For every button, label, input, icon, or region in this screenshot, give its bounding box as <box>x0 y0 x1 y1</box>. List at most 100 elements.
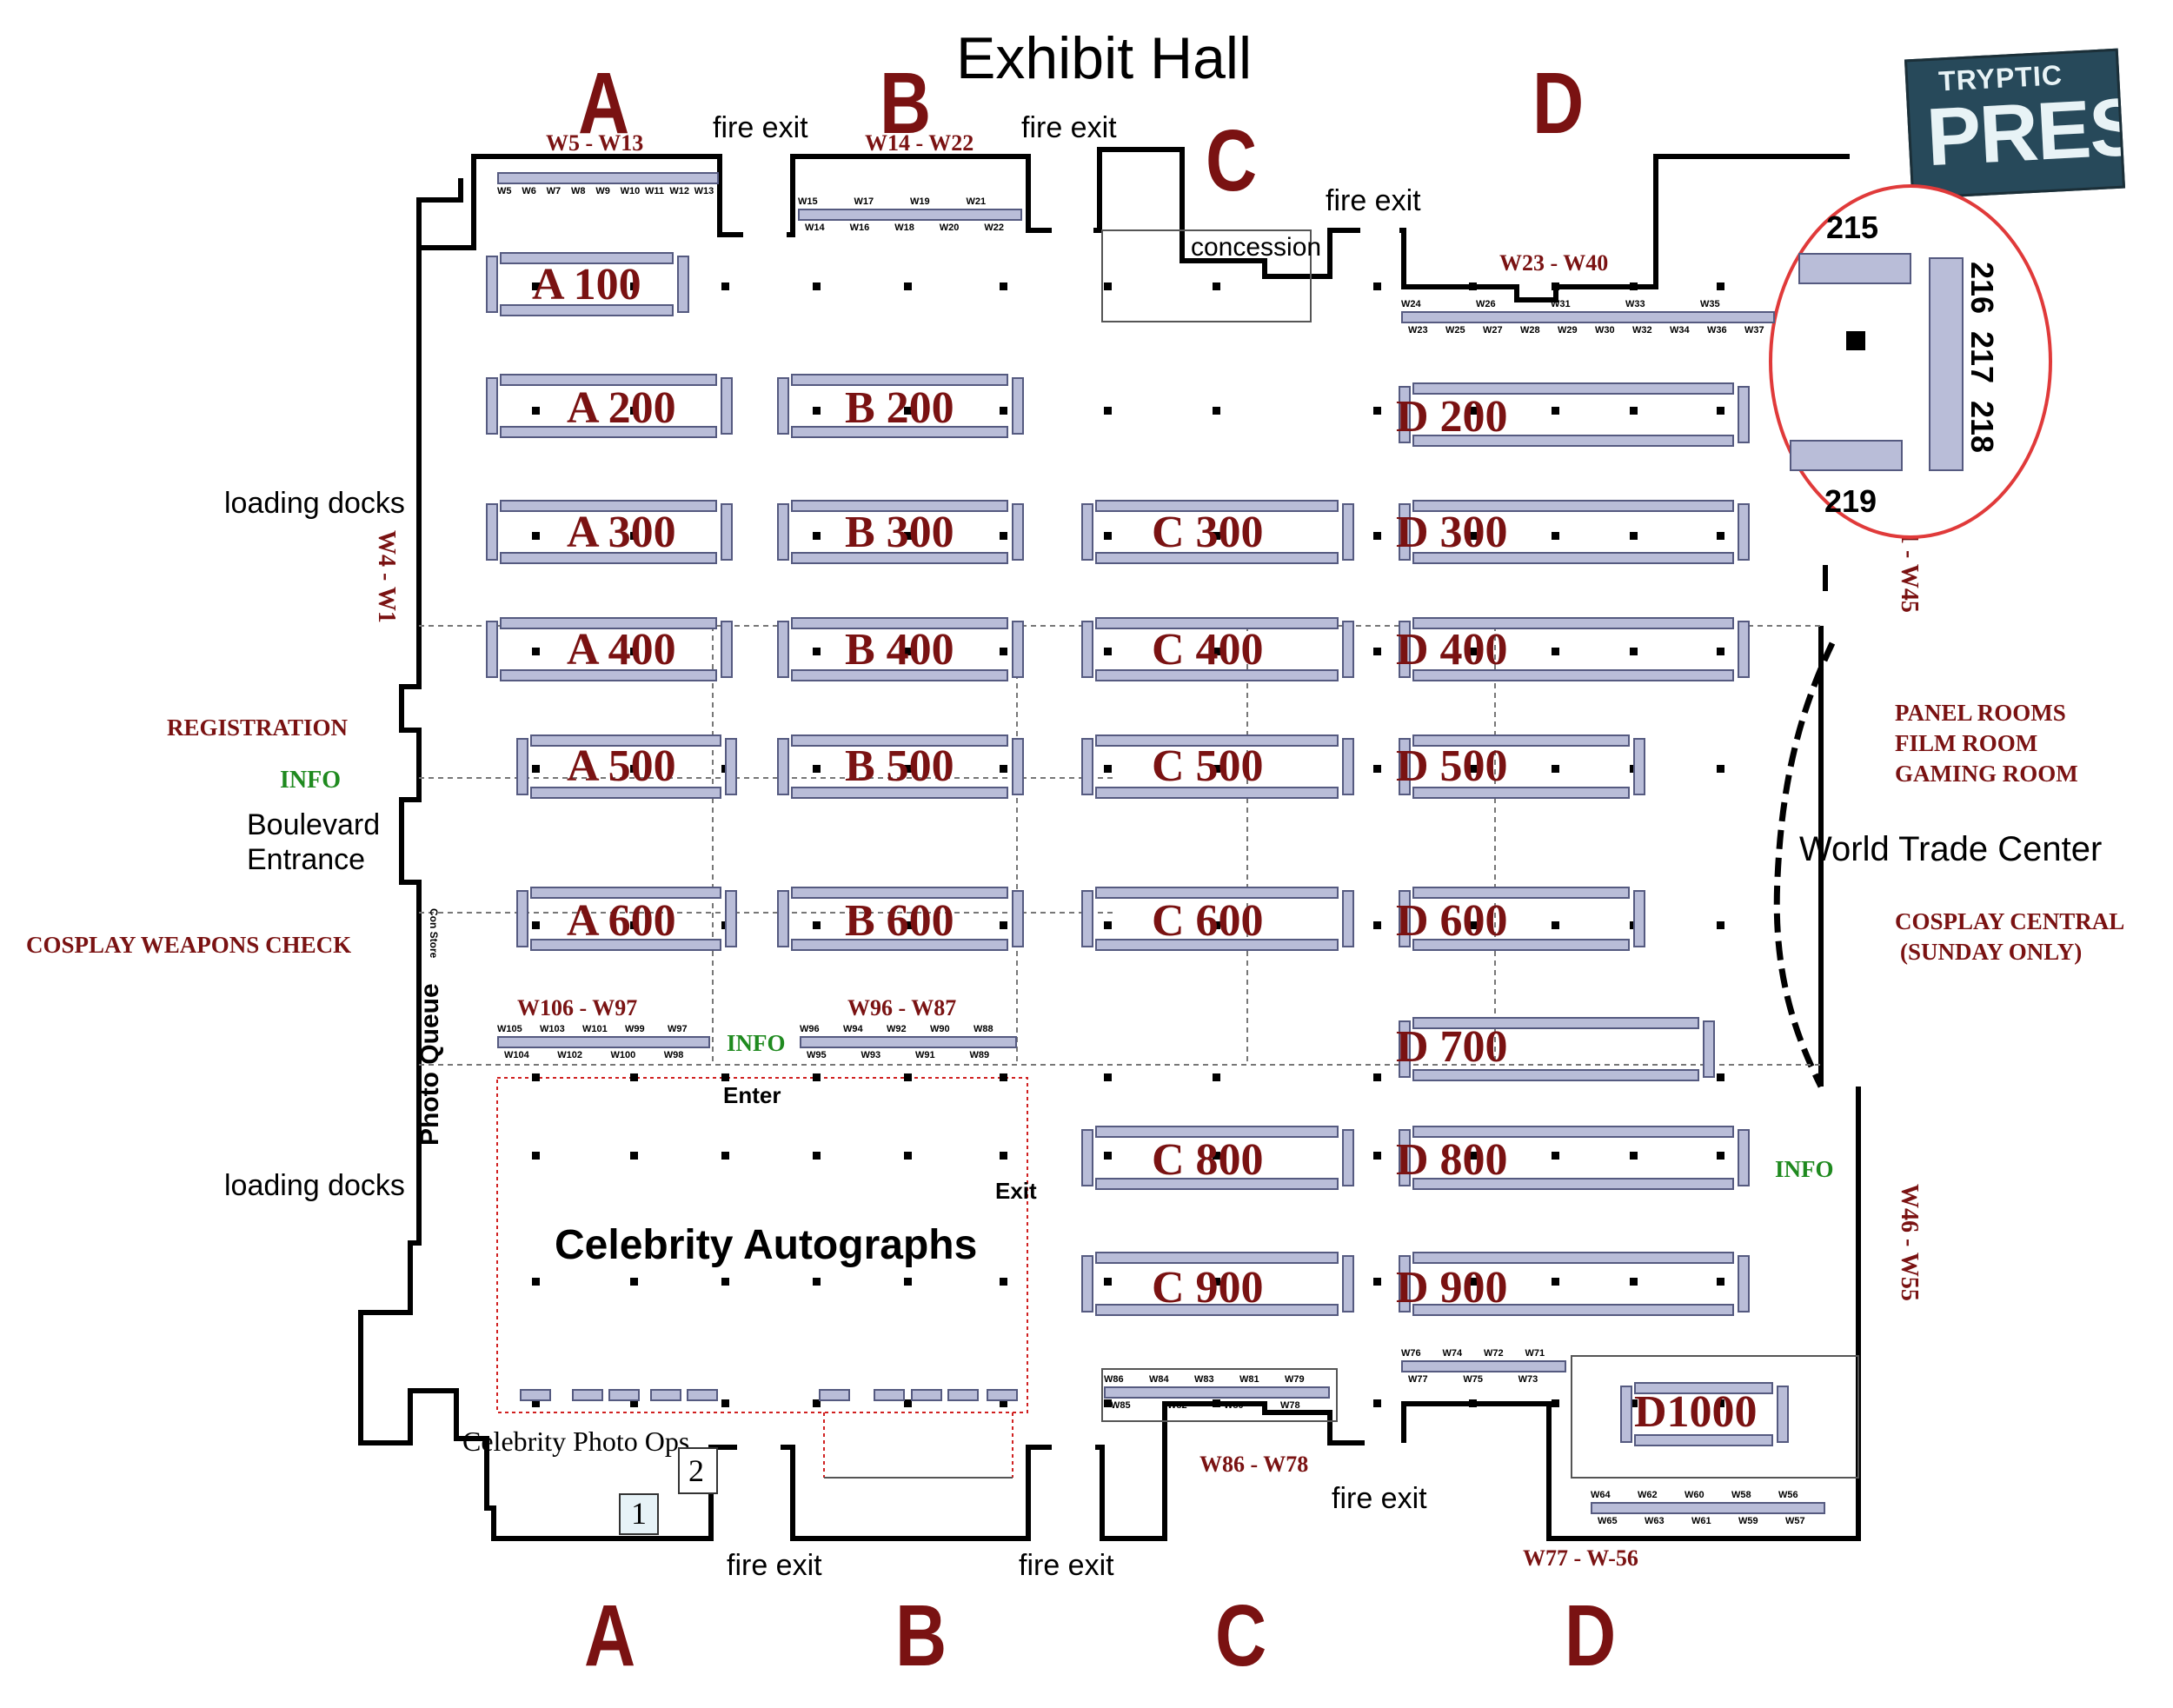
pillar-dot <box>1213 921 1220 929</box>
booth-row <box>1095 500 1339 512</box>
pillar-dot <box>813 1278 821 1286</box>
photo-room-2-number: 2 <box>688 1453 704 1488</box>
wall-booth-number: W61 <box>1691 1516 1711 1526</box>
booth-column <box>1399 386 1411 443</box>
pillar-dot <box>1717 532 1724 540</box>
loading-docks-label: loading docks <box>224 1169 405 1202</box>
wall-range-bottom-c: W86 - W78 <box>1199 1452 1309 1477</box>
pillar-dot <box>904 532 912 540</box>
pillar-dot <box>904 1278 912 1286</box>
booth-row <box>791 787 1008 799</box>
booth-row <box>500 552 717 564</box>
pillar-dot <box>630 532 638 540</box>
pillar-dot <box>1552 1278 1559 1286</box>
booth-row <box>791 734 1008 747</box>
wall-booth-number: W94 <box>843 1024 863 1034</box>
pillar-dot <box>1373 648 1381 655</box>
booth-row <box>1412 1304 1734 1316</box>
booth-column <box>1012 621 1024 678</box>
aisle-label-d500: D 500 <box>1396 741 1508 791</box>
booth-row <box>1095 734 1339 747</box>
booth-column <box>1012 503 1024 561</box>
booth-row <box>791 887 1008 899</box>
booth-row <box>1412 939 1630 951</box>
booth-column <box>1081 503 1093 561</box>
booth-column <box>486 503 498 561</box>
cosplay-central-label: COSPLAY CENTRAL <box>1895 908 2125 934</box>
pillar-dot <box>1717 648 1724 655</box>
pillar-dot <box>1469 407 1477 415</box>
pillar-dot <box>1104 921 1112 929</box>
pillar-dot <box>1373 921 1381 929</box>
pillar-dot <box>630 921 638 929</box>
pillar-dot <box>532 1278 540 1286</box>
booth-column <box>1399 1255 1411 1313</box>
loading-docks-label: loading docks <box>224 487 405 520</box>
cosplay-weapons-check-label: COSPLAY WEAPONS CHECK <box>26 932 352 958</box>
wall-booth-number: W16 <box>849 223 870 233</box>
autograph-table <box>608 1389 640 1401</box>
photo-room-1-number: 1 <box>631 1496 647 1531</box>
enter-label: Enter <box>723 1082 781 1108</box>
pillar-dot <box>1373 1278 1381 1286</box>
wall-booth-number: W17 <box>854 196 874 207</box>
wall-range-mid-left: W106 - W97 <box>517 995 638 1020</box>
wall-booth-number: W101 <box>582 1024 608 1034</box>
wall-booth-number: W77 <box>1408 1374 1428 1385</box>
outer-wall-top-c <box>1093 147 1360 279</box>
wall-booth-number: W22 <box>984 223 1005 233</box>
pillar-dot <box>630 648 638 655</box>
booth-column <box>1342 503 1354 561</box>
pillar-dot <box>1630 532 1638 540</box>
booth-column <box>516 890 528 947</box>
pillar-dot <box>1104 407 1112 415</box>
pillar-dot <box>721 1073 729 1081</box>
pillar-dot <box>1213 648 1220 655</box>
pillar-dot <box>1717 407 1724 415</box>
booth-column <box>721 503 733 561</box>
wall-booth-number: W34 <box>1670 325 1690 336</box>
booth-column <box>1342 738 1354 795</box>
outer-wall-top-d <box>1399 154 1850 302</box>
autograph-table <box>572 1389 603 1401</box>
wall-booth-number: W62 <box>1638 1490 1658 1500</box>
pillar-dot <box>532 1399 540 1407</box>
booth-row <box>791 426 1008 438</box>
pillar-dot <box>904 648 912 655</box>
pillar-dot <box>630 1399 638 1407</box>
wall-booth-number: W75 <box>1463 1374 1483 1385</box>
wall-booth-number: W80 <box>1224 1400 1244 1411</box>
pillar-dot <box>532 1152 540 1160</box>
pillar-dot <box>813 1073 821 1081</box>
fire-exit-label: fire exit <box>727 1549 822 1582</box>
pillar-dot <box>1000 765 1007 773</box>
column-letter-bottom-b: B <box>895 1587 947 1685</box>
aisle-label-a600: A 600 <box>567 896 676 946</box>
booth-row <box>530 734 721 747</box>
booth-row <box>500 252 674 264</box>
booth-row <box>1412 787 1630 799</box>
pillar-dot <box>813 1152 821 1160</box>
pillar-dot <box>1717 765 1724 773</box>
autograph-table <box>819 1389 850 1401</box>
column-letter-top-b: B <box>880 55 932 152</box>
booth-column <box>1399 738 1411 795</box>
pillar-dot <box>1213 532 1220 540</box>
pillar-dot <box>1552 407 1559 415</box>
fire-exit-label: fire exit <box>1332 1482 1427 1515</box>
booth-row <box>1412 887 1630 899</box>
wall-booth-number: W102 <box>557 1050 582 1060</box>
pillar-dot <box>1469 282 1477 290</box>
wall-booth-number: W99 <box>625 1024 645 1034</box>
wall-booth-number: W81 <box>1239 1374 1259 1385</box>
aisle-label-c900: C 900 <box>1152 1263 1264 1313</box>
wall-booth-number: W9 <box>595 186 610 196</box>
booth-column <box>516 738 528 795</box>
booth-row <box>500 426 717 438</box>
wall-booth-row <box>1401 1360 1566 1372</box>
world-trade-center-label: World Trade Center <box>1799 830 2103 868</box>
booth-row <box>1412 1178 1734 1190</box>
pillar-dot <box>1469 1152 1477 1160</box>
booth-row <box>1412 1252 1734 1264</box>
aisle-label-a200: A 200 <box>567 383 676 433</box>
